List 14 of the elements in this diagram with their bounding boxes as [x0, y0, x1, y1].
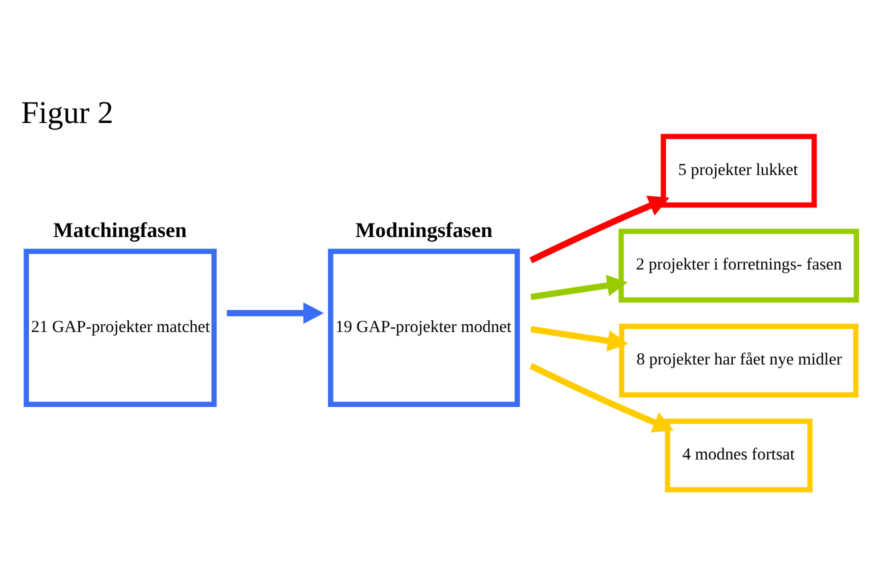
diagram-title: Figur 2: [21, 94, 114, 130]
node-label: Matchingfasen: [53, 218, 187, 242]
arrow: [529, 363, 674, 432]
arrow: [529, 196, 670, 264]
node-box: 21 GAP-projekter matchet: [24, 248, 217, 407]
node-label: Modningsfasen: [355, 218, 492, 242]
node-box: 8 projekter har fået nye midler: [619, 324, 858, 398]
node-box: 4 modnes fortsat: [664, 418, 813, 492]
arrow: [226, 302, 324, 324]
arrow: [530, 274, 628, 300]
arrow: [530, 326, 628, 352]
node-box: 2 projekter i forretnings- fasen: [618, 228, 860, 303]
node-box: 19 GAP-projekter modnet: [328, 248, 520, 407]
node-box: 5 projekter lukket: [660, 134, 817, 208]
